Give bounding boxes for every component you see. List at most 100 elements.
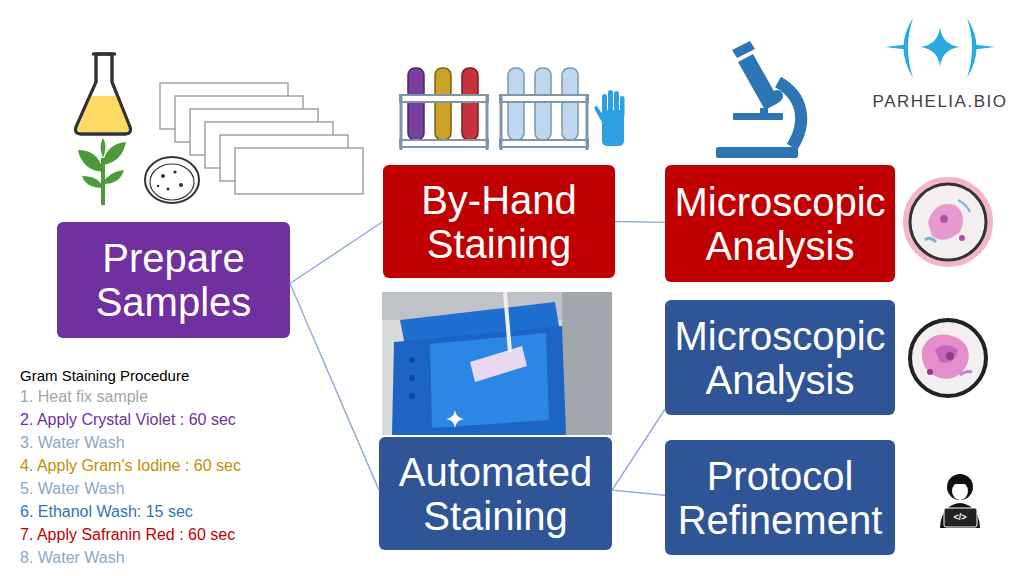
colored-tube-rack [400,95,488,102]
connector-line [612,490,665,495]
clear-tube-rack [500,95,588,102]
petri-dish-icon [167,188,170,191]
colored-tube-rack [462,68,478,140]
box-label: Microscopic Analysis [669,180,891,268]
petri-dish-icon [150,164,194,200]
programmer-icon [952,480,968,484]
device-photo [409,357,415,363]
device-photo [382,292,612,435]
stain-image-blue [910,320,986,396]
glove-icon [594,90,624,146]
glove-icon [594,106,605,124]
programmer-icon [952,482,968,500]
device-photo [470,346,527,382]
procedure-step: 3. Water Wash [20,434,125,452]
glove-icon [602,94,607,118]
device-photo [446,410,464,428]
microscope-icon [733,113,783,120]
plant-icon [78,138,126,205]
logo-text: PARHELIA.BIO [873,93,1008,111]
connector-line [290,222,383,284]
procedure-step: 7. Apply Safranin Red : 60 sec [20,526,235,544]
device-photo [409,375,415,381]
stain-image-red [906,180,990,264]
petri-dish-icon [179,183,183,187]
clear-tube-rack [500,68,588,150]
colored-tube-rack [400,140,488,147]
stain-image-red [910,184,986,260]
glove-icon [614,91,619,116]
flask-icon [76,54,131,134]
company-logo [920,27,960,67]
flask-icon [77,96,129,132]
stain-image-red [925,238,936,242]
stain-image-red [906,180,990,264]
flask-icon [76,54,131,134]
stain-image-red [958,200,970,212]
programmer-icon [940,474,980,528]
device-photo [392,326,566,435]
procedure-step: 5. Water Wash [20,480,125,498]
clear-tube-rack [562,68,578,140]
box-label: Automated Staining [383,450,608,538]
stain-image-red [940,215,948,223]
colored-tube-rack [400,95,403,150]
procedure-step: 1. Heat fix sample [20,388,148,406]
process-box: Protocol Refinement [665,440,895,555]
device-photo [562,292,612,435]
connector-line [290,283,379,490]
device-photo [409,393,415,399]
device-photo [430,333,549,428]
petri-dish-icon [157,185,160,188]
colored-tube-rack [486,95,489,150]
microscope-icon [760,108,768,118]
stain-image-blue [910,320,986,396]
device-photo [382,292,612,435]
clear-tube-rack [586,95,589,150]
stain-image-blue [946,352,954,360]
stain-image-blue [960,371,972,375]
slide-stack [235,148,363,194]
microscope-icon [732,41,755,58]
plant-icon [103,170,124,184]
process-box: By-Hand Staining [383,165,615,278]
colored-tube-rack [408,68,424,140]
programmer-icon [940,503,980,528]
process-box: Microscopic Analysis [665,300,895,415]
list-heading: Gram Staining Procedure [20,367,189,385]
microscope-icon [716,41,801,158]
company-logo [885,18,995,78]
microscope-icon [738,54,780,110]
process-box: Prepare Samples [57,222,290,338]
petri-dish-icon [173,170,176,173]
programmer-icon [947,474,973,500]
clear-tube-rack [535,68,551,140]
procedure-step: 8. Water Wash [20,549,125,567]
clear-tube-rack [508,68,524,140]
glove-icon [608,90,613,116]
connector-line [615,221,665,223]
plant-icon [78,150,103,172]
colored-tube-rack [400,68,488,150]
code-symbol: </> [953,508,966,526]
box-label: Microscopic Analysis [669,314,891,402]
stain-image-red [928,204,963,240]
glove-icon [620,96,625,118]
clear-tube-rack [500,140,588,147]
flask-icon [76,54,131,134]
company-logo [885,45,906,50]
box-label: By-Hand Staining [387,178,611,266]
flask-icon [92,53,116,56]
procedure-step: 4. Apply Gram's Iodine : 60 sec [20,457,241,475]
colored-tube-rack [435,68,451,140]
petri-dish-icon [145,157,199,203]
petri-dish-icon [161,174,165,178]
process-box: Microscopic Analysis [665,165,895,282]
procedure-step: 2. Apply Crystal Violet : 60 sec [20,411,236,429]
plant-icon [101,138,106,158]
connector-line [612,409,665,490]
programmer-icon [944,508,977,527]
petri-dish-icon [145,157,199,203]
process-box: Automated Staining [379,437,612,550]
